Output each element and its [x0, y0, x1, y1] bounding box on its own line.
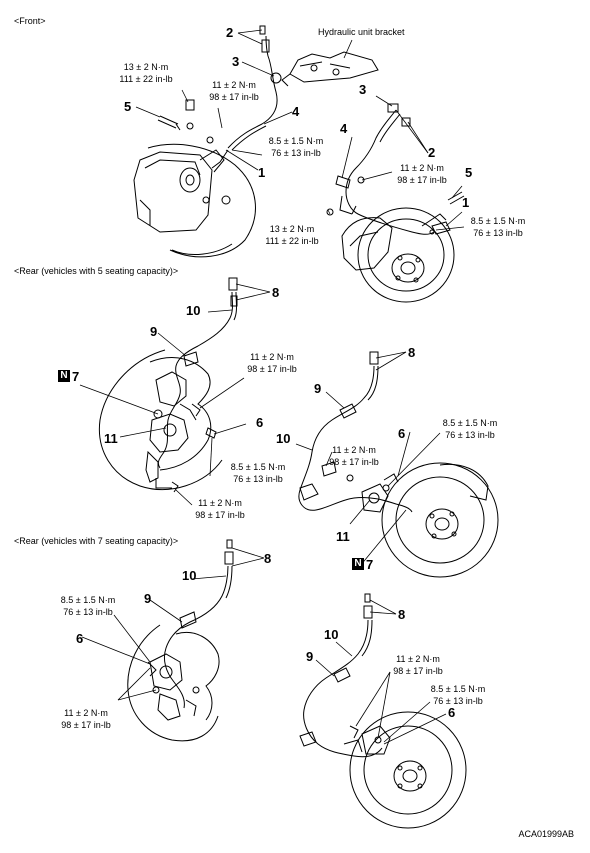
rear5-right-torque-85-nm: 8.5 ± 1.5 N·m	[442, 418, 498, 428]
part-number-9-rear7-left: 9	[144, 591, 152, 606]
part-number-10-rear5-left: 10	[186, 303, 201, 318]
rear7-right-torque-85-inlb: 76 ± 13 in-lb	[433, 696, 483, 706]
front-left-torque-85-nm: 8.5 ± 1.5 N·m	[268, 136, 324, 146]
document-reference-code: ACA01999AB	[518, 829, 574, 839]
part-number-6-rear7-left: 6	[76, 631, 84, 646]
part-number-10-rear7-left: 10	[182, 568, 197, 583]
rear5-right-torque-11-nm: 11 ± 2 N·m	[332, 445, 376, 455]
part-number-7-text: 7	[72, 369, 80, 384]
part-number-8-rear5-left: 8	[272, 285, 280, 300]
part-number-1-front-left: 1	[258, 165, 266, 180]
rear5-left-torque-85-inlb: 76 ± 13 in-lb	[233, 474, 283, 484]
rear7-left-torque-11-nm: 11 ± 2 N·m	[64, 708, 108, 718]
section-title-rear-5-seat: <Rear (vehicles with 5 seating capacity)…	[14, 266, 179, 276]
rear7-left-sensor-harness	[148, 540, 233, 708]
n-mark-icon: N	[58, 370, 70, 382]
front-right-torque-85-nm: 8.5 ± 1.5 N·m	[470, 216, 526, 226]
rear7-right-sensor-harness	[300, 594, 382, 757]
rear7-right-torque-11-inlb: 98 ± 17 in-lb	[393, 666, 443, 676]
part-number-8-rear7-right: 8	[398, 607, 406, 622]
front-left-torque-13-inlb: 111 ± 22 in-lb	[119, 74, 173, 84]
rear5-left-brake-assembly	[99, 350, 222, 490]
part-number-9-rear5-right: 9	[314, 381, 322, 396]
front-right-sensor-harness	[327, 104, 464, 234]
rear7-left-torque-85-nm: 8.5 ± 1.5 N·m	[60, 595, 116, 605]
rear7-right-torque-85-nm: 8.5 ± 1.5 N·m	[430, 684, 486, 694]
part-number-5-front-right: 5	[465, 165, 473, 180]
rear7-right-brake-assembly	[344, 712, 466, 828]
hydraulic-unit-bracket-label: Hydraulic unit bracket	[318, 27, 405, 37]
front-right-torque-13-inlb: 111 ± 22 in-lb	[265, 236, 319, 246]
section-title-rear-7-seat: <Rear (vehicles with 7 seating capacity)…	[14, 536, 179, 546]
rear7-left-torque-85-inlb: 76 ± 13 in-lb	[63, 607, 113, 617]
front-right-torque-85-inlb: 76 ± 13 in-lb	[473, 228, 523, 238]
part-number-10-rear5-right: 10	[276, 431, 291, 446]
leader-lines	[80, 30, 464, 744]
part-number-1-front-right: 1	[462, 195, 470, 210]
part-number-2-front-right: 2	[428, 145, 436, 160]
section-title-front: <Front>	[14, 16, 46, 26]
rear5-left-torque-11-inlb: 98 ± 17 in-lb	[247, 364, 297, 374]
part-number-3-front-right: 3	[359, 82, 367, 97]
rear5-left-torque-11-nm: 11 ± 2 N·m	[250, 352, 294, 362]
part-number-9-rear5-left: 9	[150, 324, 158, 339]
part-number-7-text: 7	[366, 557, 374, 572]
rear5-left-torque-11b-nm: 11 ± 2 N·m	[198, 498, 242, 508]
front-left-brake-assembly	[134, 144, 255, 256]
front-right-brake-assembly	[342, 208, 454, 302]
rear5-left-sensor-harness	[156, 278, 237, 492]
part-number-6-rear5-right: 6	[398, 426, 406, 441]
rear5-right-torque-85-inlb: 76 ± 13 in-lb	[445, 430, 495, 440]
front-left-sensor-harness	[158, 26, 281, 168]
part-number-6-rear7-right: 6	[448, 705, 456, 720]
front-right-torque-13-nm: 13 ± 2 N·m	[269, 224, 315, 234]
rear5-right-sensor-harness	[299, 352, 412, 512]
front-right-torque-11-nm: 11 ± 2 N·m	[400, 163, 444, 173]
part-number-8-rear5-right: 8	[408, 345, 416, 360]
rear5-right-torque-11-inlb: 98 ± 17 in-lb	[329, 457, 379, 467]
front-left-torque-85-inlb: 76 ± 13 in-lb	[271, 148, 321, 158]
hydraulic-unit-bracket-art	[282, 52, 378, 86]
part-number-10-rear7-right: 10	[324, 627, 339, 642]
part-number-4-front-left: 4	[292, 104, 300, 119]
rear7-left-brake-assembly	[128, 625, 219, 741]
n-mark-icon: N	[352, 558, 364, 570]
part-number-11-rear5-left: 11	[104, 431, 118, 446]
part-number-3-front-left: 3	[232, 54, 240, 69]
front-right-torque-11-inlb: 98 ± 17 in-lb	[397, 175, 447, 185]
rear5-right-brake-assembly	[362, 463, 498, 577]
part-number-8-rear7-left: 8	[264, 551, 272, 566]
part-number-9-rear7-right: 9	[306, 649, 314, 664]
front-left-torque-11-nm: 11 ± 2 N·m	[212, 80, 256, 90]
part-number-2-front-left: 2	[226, 25, 234, 40]
part-number-11-rear5-right: 11	[336, 529, 350, 544]
rear5-left-torque-11b-inlb: 98 ± 17 in-lb	[195, 510, 245, 520]
front-left-torque-11-inlb: 98 ± 17 in-lb	[209, 92, 259, 102]
rear5-left-torque-85-nm: 8.5 ± 1.5 N·m	[230, 462, 286, 472]
front-left-torque-13-nm: 13 ± 2 N·m	[123, 62, 169, 72]
rear7-left-torque-11-inlb: 98 ± 17 in-lb	[61, 720, 111, 730]
part-number-5-front-left: 5	[124, 99, 132, 114]
rear7-right-torque-11-nm: 11 ± 2 N·m	[396, 654, 440, 664]
part-number-4-front-right: 4	[340, 121, 348, 136]
part-number-6-rear5-left: 6	[256, 415, 264, 430]
